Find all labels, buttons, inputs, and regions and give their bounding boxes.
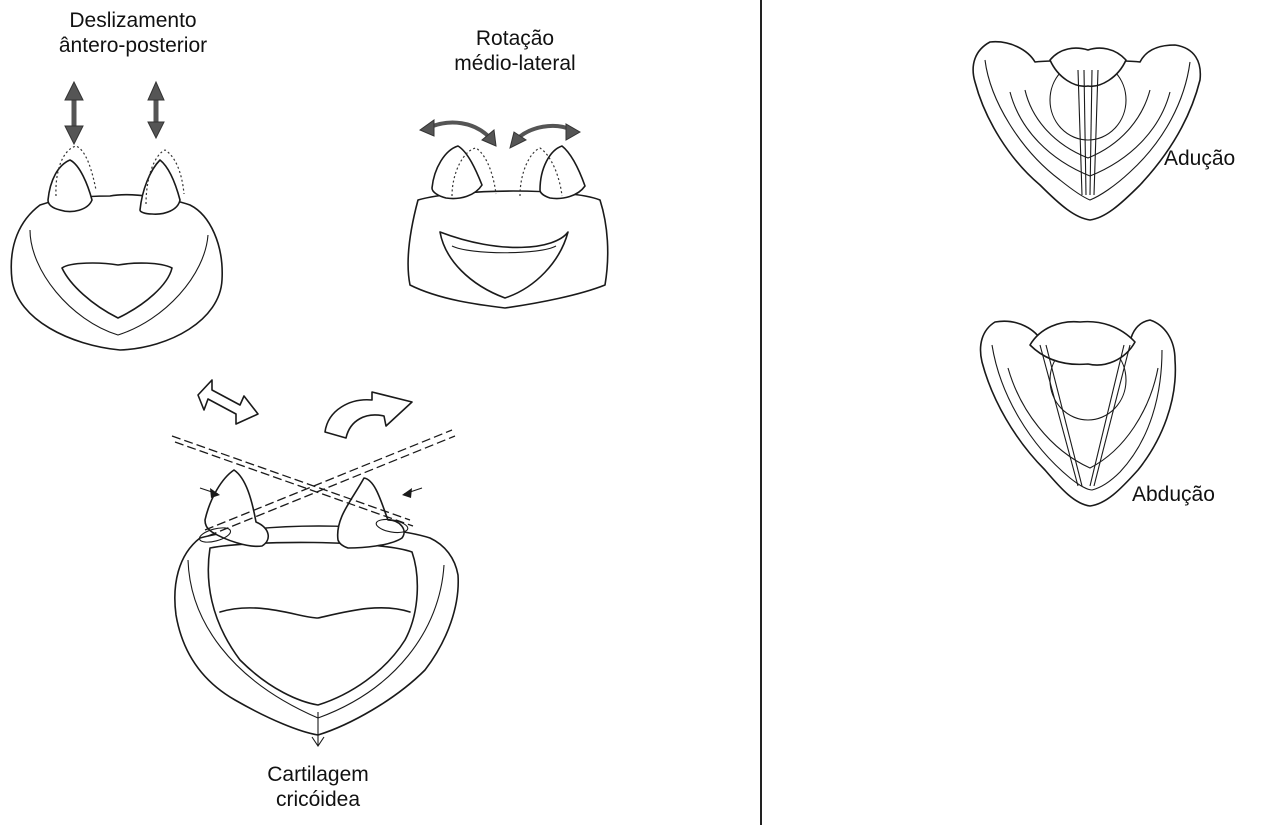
panel-divider xyxy=(760,0,762,825)
cricoid-sliding-illustration xyxy=(10,80,223,351)
abduction-illustration xyxy=(979,319,1177,507)
cricoid-cartilage-label: Cartilagem cricóidea xyxy=(267,763,369,811)
abduction-label: Abdução xyxy=(1132,483,1215,506)
sliding-double-arrow-icon xyxy=(197,379,259,425)
cricoid-cartilage-illustration xyxy=(171,379,460,747)
rotation-arrow-left xyxy=(418,119,497,147)
adduction-illustration xyxy=(972,40,1202,221)
antero-posterior-arrow-right xyxy=(147,80,165,140)
antero-posterior-label: Deslizamento ântero-posterior xyxy=(58,9,208,57)
medio-lateral-label: Rotação médio-lateral xyxy=(454,27,576,75)
rotation-curved-arrow-icon xyxy=(324,391,413,439)
rotation-arrow-right xyxy=(509,123,582,149)
adduction-label: Adução xyxy=(1164,147,1236,170)
antero-posterior-arrow-left xyxy=(64,80,84,146)
cricoid-rotation-illustration xyxy=(407,119,609,309)
